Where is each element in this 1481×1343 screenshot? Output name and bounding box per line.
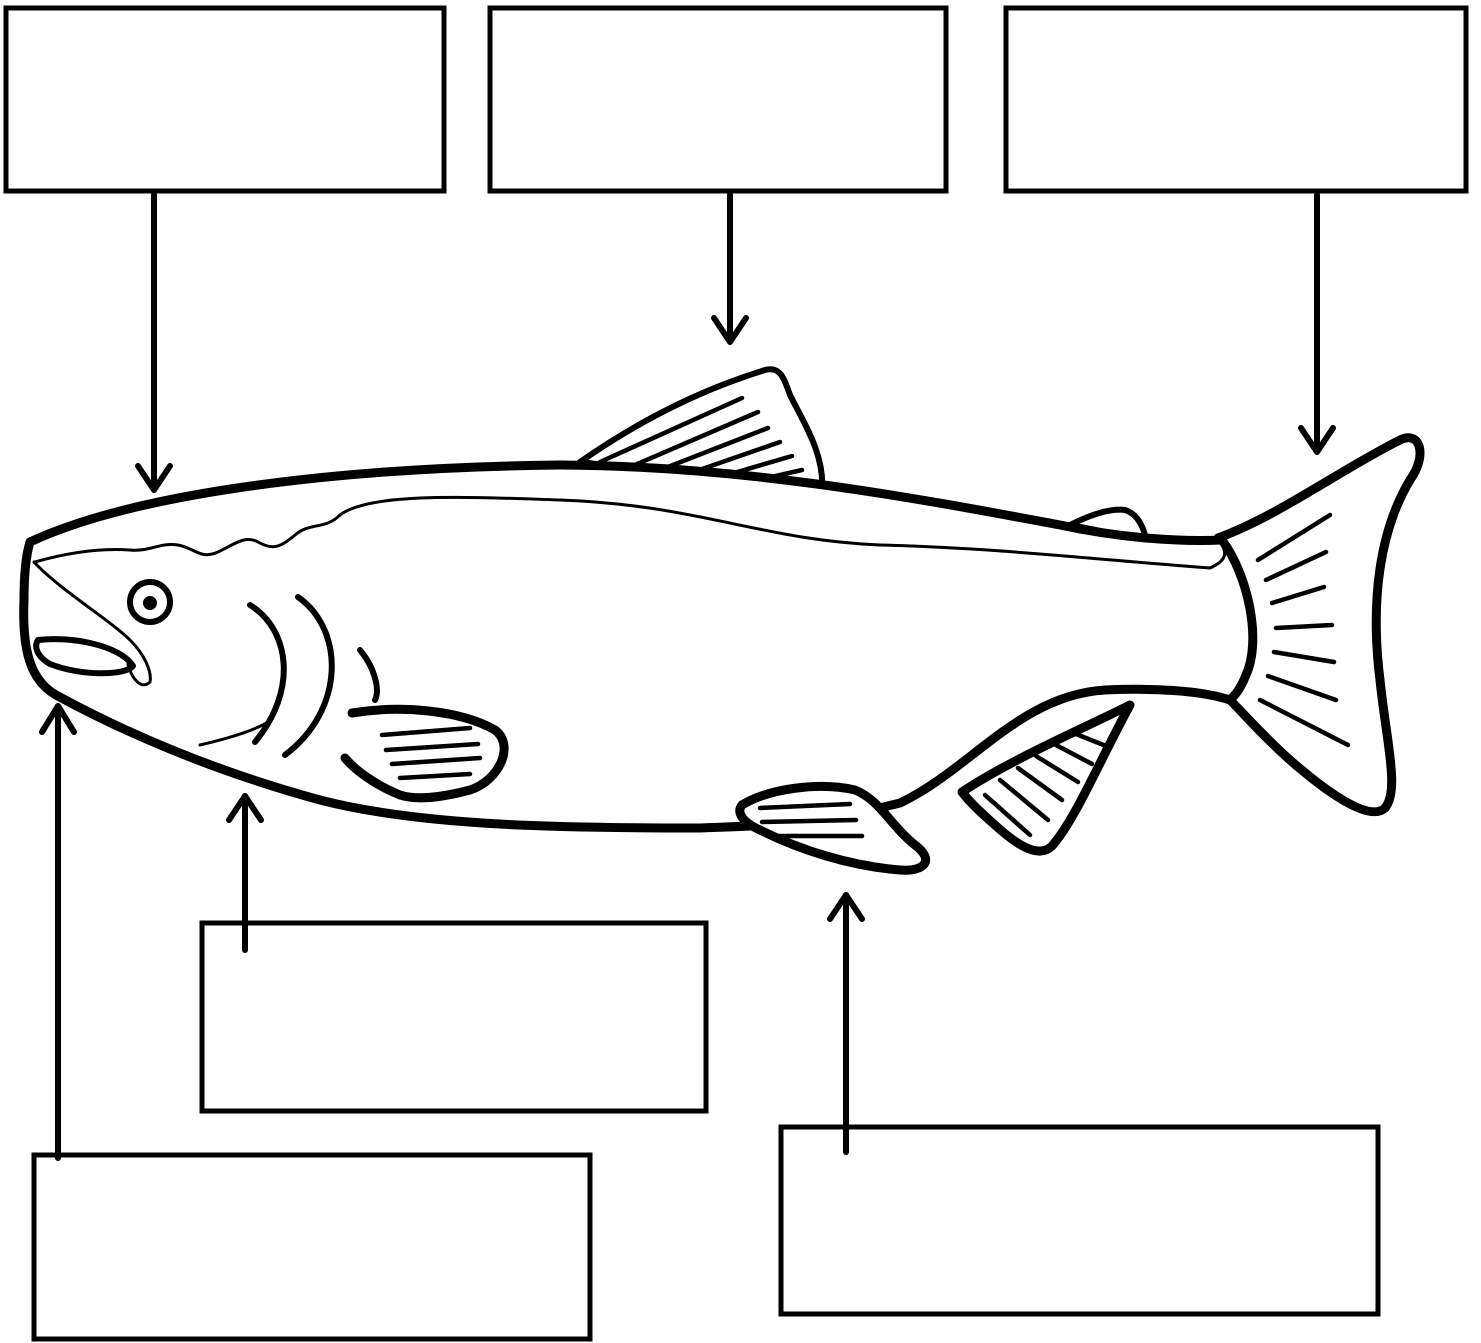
label-box-bottom-middle-left[interactable] — [202, 923, 706, 1111]
pointer-arrow-top-right — [1301, 195, 1333, 452]
label-box-top-left[interactable] — [6, 8, 444, 191]
label-box-bottom-left[interactable] — [34, 1155, 590, 1339]
pointer-arrow-top-middle — [714, 195, 746, 342]
eye — [130, 582, 170, 622]
pointer-arrow-bottom-left — [42, 706, 74, 1158]
pointer-arrow-top-left — [138, 195, 170, 490]
label-box-bottom-right[interactable] — [781, 1127, 1378, 1314]
label-box-top-middle[interactable] — [490, 8, 946, 191]
label-box-top-right[interactable] — [1006, 8, 1466, 191]
fish-illustration — [24, 369, 1420, 870]
pointer-arrow-bottom-right — [830, 895, 862, 1152]
